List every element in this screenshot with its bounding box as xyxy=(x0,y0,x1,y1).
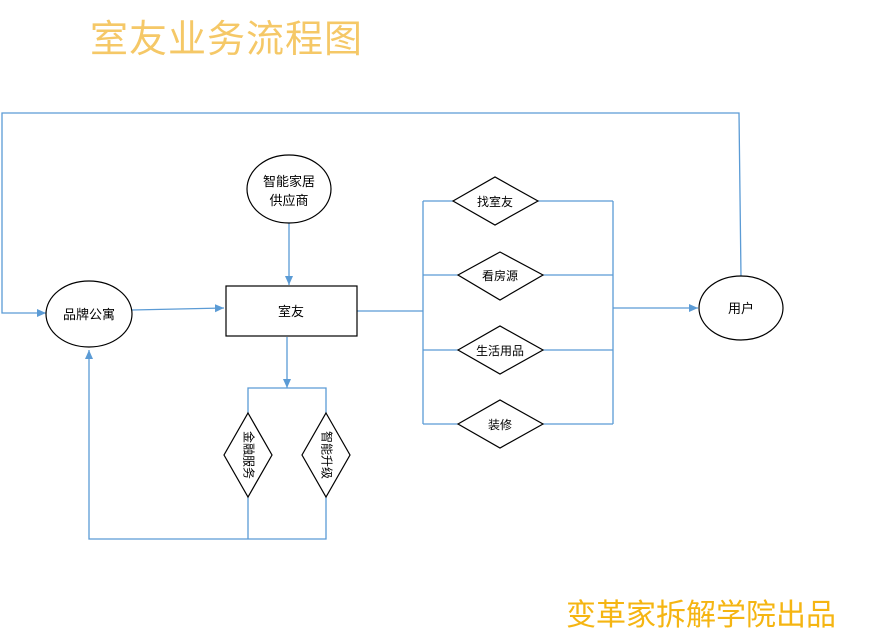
node-decoration: 装修 xyxy=(456,399,545,449)
roommate-label: 室友 xyxy=(278,304,304,320)
view-listings-label: 看房源 xyxy=(482,268,518,283)
node-smart-upgrade: 智能升级 xyxy=(301,411,351,499)
connector-services-bracket xyxy=(247,387,327,413)
brand-apartment-label: 品牌公寓 xyxy=(63,307,115,323)
connectors xyxy=(1,112,742,540)
page-title: 室友业务流程图 xyxy=(90,17,364,61)
connector-brand-apartment-to-roommate xyxy=(131,304,225,313)
connector-user-to-brand-apartment xyxy=(1,112,742,317)
user-label: 用户 xyxy=(728,301,754,317)
node-roommate: 室友 xyxy=(225,285,358,337)
node-smart-home-supplier: 智能家居 供应商 xyxy=(246,154,332,224)
find-roommate-label: 找室友 xyxy=(477,194,513,209)
connector-services-to-brand-apartment xyxy=(89,350,327,540)
decoration-label: 装修 xyxy=(488,417,512,432)
node-find-roommate: 找室友 xyxy=(451,176,540,226)
node-brand-apartment: 品牌公寓 xyxy=(45,280,133,348)
supplier-label-line2: 供应商 xyxy=(269,193,308,209)
node-financial-services: 金融服务 xyxy=(223,411,273,499)
node-daily-goods: 生活用品 xyxy=(456,325,545,375)
supplier-label-line1: 智能家居 xyxy=(263,174,315,190)
financial-services-label: 金融服务 xyxy=(242,431,257,479)
smart-upgrade-label: 智能升级 xyxy=(320,431,335,479)
footer-credit: 变革家拆解学院出品 xyxy=(566,598,836,633)
node-view-listings: 看房源 xyxy=(456,251,545,301)
daily-goods-label: 生活用品 xyxy=(476,344,524,358)
node-user: 用户 xyxy=(698,275,784,341)
